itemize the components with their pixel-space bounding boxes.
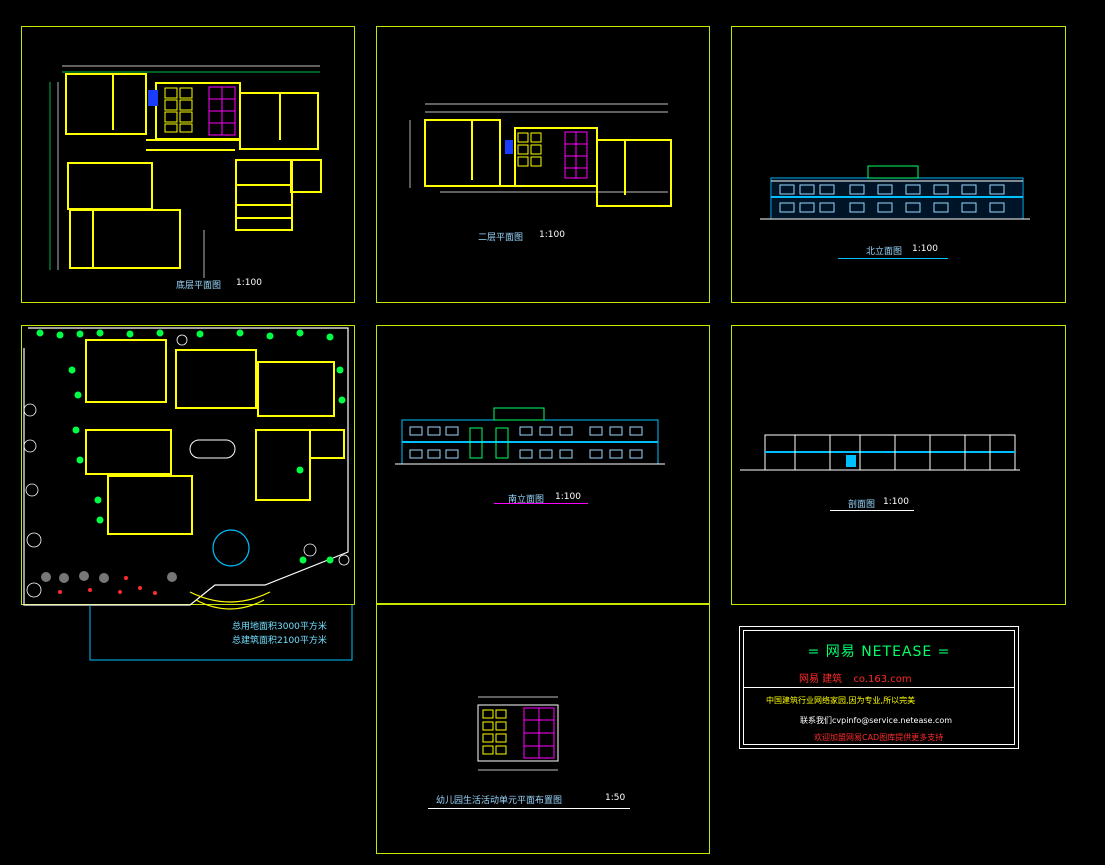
frame-unit-plan <box>376 603 710 854</box>
site-trees-outline <box>23 334 350 598</box>
second-floor-scale: 1:100 <box>539 230 565 240</box>
north-elevation <box>760 165 1030 220</box>
unit-plan-title: 幼儿园生活活动单元平面布置图 <box>436 796 563 806</box>
frame-ground-floor <box>21 26 355 303</box>
ground-floor-title: 底层平面图 <box>176 281 222 291</box>
ground-floor-plan <box>49 65 322 278</box>
ground-floor-scale: 1:100 <box>236 278 262 288</box>
south-elevation-scale: 1:100 <box>555 492 581 502</box>
title-block-heading: = 网易 NETEASE = <box>807 644 951 660</box>
title-block: = 网易 NETEASE = 网易 建筑 co.163.com 中国建筑行业网络… <box>739 626 1019 749</box>
frame-second-floor <box>376 26 710 303</box>
title-block-line-2[interactable]: 联系我们cvpinfo@service.netease.com <box>800 716 953 725</box>
unit-plan-scale: 1:50 <box>605 793 626 803</box>
title-block-inner: = 网易 NETEASE = 网易 建筑 co.163.com 中国建筑行业网络… <box>743 630 1015 745</box>
second-floor-title: 二层平面图 <box>478 233 524 243</box>
section-drawing <box>740 434 1020 471</box>
unit-plan-underline <box>428 808 630 809</box>
title-block-line-1: 中国建筑行业网络家园,因为专业,所以完美 <box>766 696 916 705</box>
title-block-site-label: 网易 建筑 <box>799 674 843 685</box>
title-block-separator <box>744 687 1014 688</box>
unit-plan <box>477 696 559 771</box>
frame-section <box>731 325 1066 605</box>
second-floor-plan <box>409 103 672 207</box>
south-elevation-underline <box>494 503 588 504</box>
north-elevation-underline <box>838 258 948 259</box>
frame-north-elevation <box>731 26 1066 303</box>
north-elevation-scale: 1:100 <box>912 244 938 254</box>
south-elevation-title: 南立面图 <box>508 495 545 505</box>
section-title: 剖面图 <box>848 500 876 510</box>
title-block-site: 网易 建筑 co.163.com <box>799 670 912 685</box>
north-elevation-title: 北立面图 <box>866 247 903 257</box>
building-area-note: 总建筑面积2100平方米 <box>232 636 327 646</box>
title-block-line-3: 欢迎加盟网易CAD图库提供更多支持 <box>814 733 944 742</box>
title-block-site-url[interactable]: co.163.com <box>853 674 912 685</box>
site-trees <box>36 329 346 564</box>
site-area-note: 总用地面积3000平方米 <box>232 622 327 632</box>
site-flowers <box>58 576 157 595</box>
section-underline <box>830 510 914 511</box>
site-shrubs <box>41 571 177 583</box>
frame-south-elevation <box>376 325 710 605</box>
section-scale: 1:100 <box>883 497 909 507</box>
south-elevation <box>395 407 665 465</box>
site-plan <box>23 327 353 661</box>
